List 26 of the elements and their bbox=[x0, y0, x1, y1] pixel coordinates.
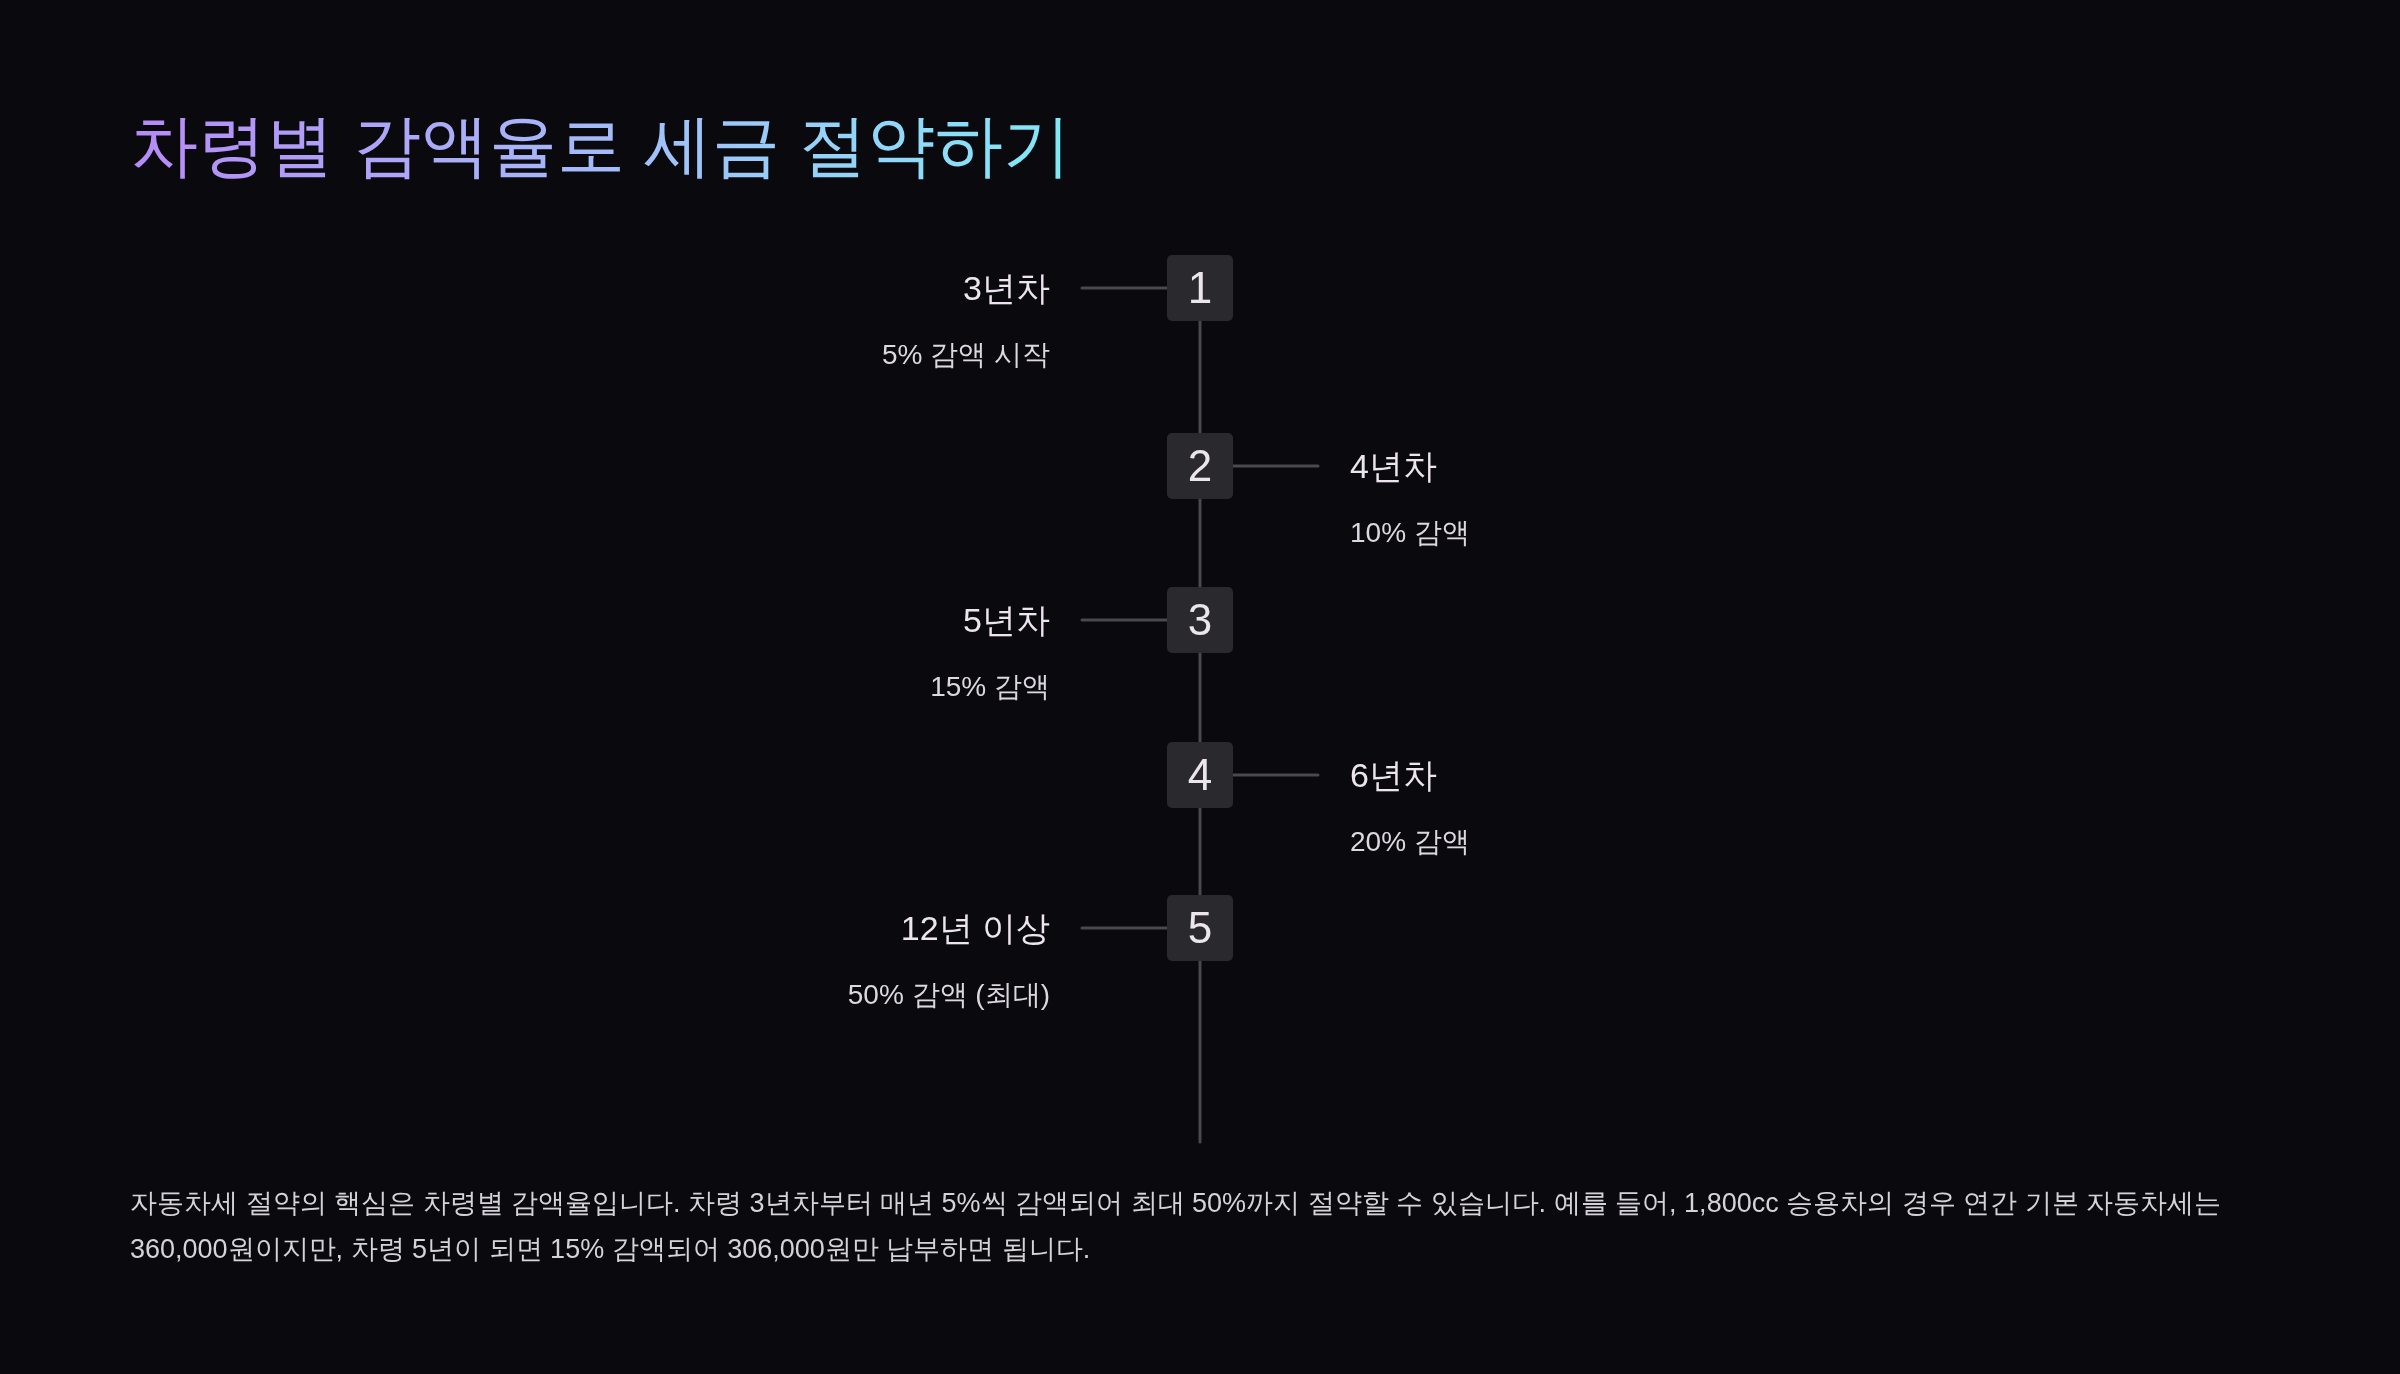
connector-line bbox=[1080, 618, 1169, 622]
step-marker: 4 bbox=[1167, 742, 1233, 808]
step-marker: 2 bbox=[1167, 433, 1233, 499]
step-marker: 5 bbox=[1167, 895, 1233, 961]
connector-line bbox=[1080, 926, 1169, 930]
year-label: 6년차 bbox=[1350, 755, 1437, 796]
discount-label: 20% 감액 bbox=[1350, 825, 1470, 859]
discount-label: 15% 감액 bbox=[930, 670, 1050, 704]
year-label: 5년차 bbox=[963, 600, 1050, 641]
discount-label: 50% 감액 (최대) bbox=[847, 978, 1050, 1012]
year-label: 12년 이상 bbox=[900, 908, 1050, 949]
step-marker: 3 bbox=[1167, 587, 1233, 653]
connector-line bbox=[1198, 319, 1202, 435]
connector-line bbox=[1231, 464, 1320, 468]
connector-line bbox=[1080, 286, 1169, 290]
discount-label: 5% 감액 시작 bbox=[881, 338, 1050, 372]
year-label: 4년차 bbox=[1350, 446, 1437, 487]
connector-line bbox=[1198, 806, 1202, 897]
timeline-line bbox=[1198, 959, 1202, 1144]
connector-line bbox=[1231, 773, 1320, 777]
discount-label: 10% 감액 bbox=[1350, 516, 1470, 550]
year-label: 3년차 bbox=[963, 268, 1050, 309]
step-marker: 1 bbox=[1167, 255, 1233, 321]
connector-line bbox=[1198, 651, 1202, 744]
connector-line bbox=[1198, 497, 1202, 589]
description-text: 자동차세 절약의 핵심은 차령별 감액율입니다. 차령 3년차부터 매년 5%씩 감액되어 최대 50%까지 절약할 수 있습니다. 예를 들어, 1,800cc 승용차의 경우 연간 기본 자동차세는 360,000원이지만, 차령 5년이 되면 15% 감액되어 306,000원만 납부하면 됩니다. bbox=[130, 1187, 2223, 1266]
